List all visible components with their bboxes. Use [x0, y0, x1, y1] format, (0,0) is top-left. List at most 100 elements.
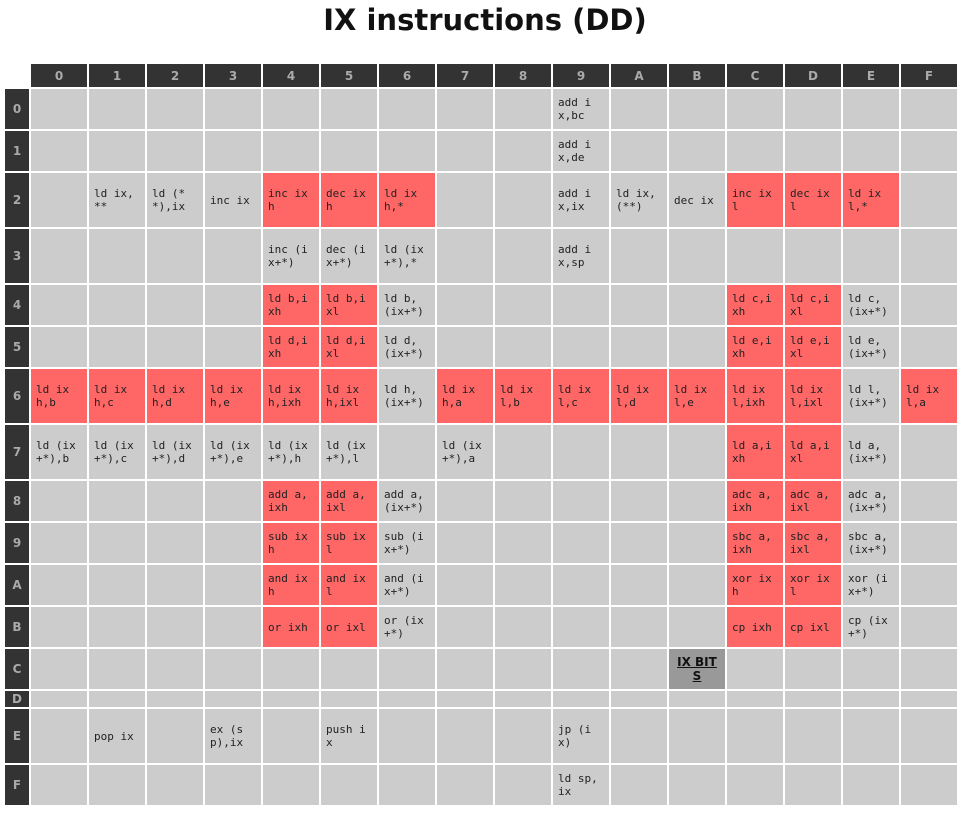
- row-header: 3: [5, 229, 29, 283]
- opcode-cell: [89, 691, 145, 707]
- opcode-cell-undocumented: ld c,ixh: [727, 285, 783, 325]
- instruction-text: inc (ix+*): [268, 243, 308, 269]
- instruction-text: ld ixl,d: [616, 383, 650, 409]
- instruction-text: cp ixh: [732, 620, 772, 634]
- opcode-cell: [147, 89, 203, 129]
- row-header: E: [5, 709, 29, 763]
- opcode-cell: [669, 523, 725, 563]
- instruction-text: jp (ix): [558, 723, 592, 749]
- column-header: C: [727, 64, 783, 87]
- instruction-text: ld ix,(**): [616, 187, 656, 213]
- opcode-cell-undocumented: sub ixl: [321, 523, 377, 563]
- opcode-cell: adc a,(ix+*): [843, 481, 899, 521]
- opcode-cell: [379, 89, 435, 129]
- page-title: IX instructions (DD): [323, 3, 647, 37]
- instruction-text: inc ixh: [268, 187, 308, 213]
- opcode-cell: [553, 523, 609, 563]
- instruction-text: ld (ix+*),*: [384, 243, 424, 269]
- instruction-text: dec ix: [674, 193, 714, 207]
- opcode-cell: [785, 229, 841, 283]
- opcode-cell: jp (ix): [553, 709, 609, 763]
- opcode-cell: [379, 691, 435, 707]
- opcode-cell: [31, 285, 87, 325]
- ix-bits-link[interactable]: IX BITS: [677, 655, 717, 683]
- opcode-cell: [379, 765, 435, 805]
- opcode-cell: [31, 709, 87, 763]
- opcode-cell: add a,(ix+*): [379, 481, 435, 521]
- instruction-text: dec (ix+*): [326, 243, 366, 269]
- column-header: E: [843, 64, 899, 87]
- opcode-cell: [437, 523, 493, 563]
- opcode-cell: [205, 285, 261, 325]
- opcode-cell-undocumented: ld d,ixh: [263, 327, 319, 367]
- instruction-text: cp (ix+*): [848, 614, 888, 640]
- opcode-cell: [495, 327, 551, 367]
- opcode-cell: inc ix: [205, 173, 261, 227]
- opcode-cell: [901, 565, 957, 605]
- opcode-cell: [669, 691, 725, 707]
- opcode-cell: [89, 131, 145, 171]
- opcode-cell: [263, 691, 319, 707]
- opcode-cell: [437, 691, 493, 707]
- instruction-text: ld ixl,b: [500, 383, 534, 409]
- column-header: 3: [205, 64, 261, 87]
- opcode-cell-undocumented: sbc a,ixh: [727, 523, 783, 563]
- opcode-cell: [89, 327, 145, 367]
- opcode-cell: [205, 607, 261, 647]
- opcode-cell: [147, 607, 203, 647]
- instruction-text: inc ixl: [732, 187, 772, 213]
- opcode-cell: [843, 89, 899, 129]
- opcode-cell-undocumented: cp ixl: [785, 607, 841, 647]
- instruction-text: sub ixl: [326, 530, 366, 556]
- instruction-text: ld ixl,e: [674, 383, 708, 409]
- opcode-cell: [611, 327, 667, 367]
- opcode-cell: [495, 89, 551, 129]
- opcode-cell: [495, 691, 551, 707]
- opcode-cell: [669, 131, 725, 171]
- opcode-cell: [89, 523, 145, 563]
- instruction-text: ld (ix+*),e: [210, 439, 250, 465]
- opcode-cell: [437, 173, 493, 227]
- instruction-text: ld ixh,ixl: [326, 383, 360, 409]
- opcode-cell: ld ix,**: [89, 173, 145, 227]
- opcode-cell-undocumented: ld ixh,*: [379, 173, 435, 227]
- opcode-cell: [495, 523, 551, 563]
- instruction-text: add ix,sp: [558, 243, 592, 269]
- ix-bits-cell[interactable]: IX BITS: [669, 649, 725, 689]
- instruction-text: ld sp,ix: [558, 772, 598, 798]
- instruction-text: ld a,ixl: [790, 439, 830, 465]
- opcode-cell-undocumented: or ixl: [321, 607, 377, 647]
- column-header: 5: [321, 64, 377, 87]
- instruction-text: sub ixh: [268, 530, 308, 556]
- opcode-cell: [611, 765, 667, 805]
- column-header: 6: [379, 64, 435, 87]
- opcode-cell: add ix,de: [553, 131, 609, 171]
- opcode-cell: [147, 131, 203, 171]
- opcode-cell: [785, 691, 841, 707]
- opcode-cell: [437, 765, 493, 805]
- row-header: A: [5, 565, 29, 605]
- opcode-cell: add ix,bc: [553, 89, 609, 129]
- row-header: 6: [5, 369, 29, 423]
- opcode-cell: [611, 649, 667, 689]
- opcode-cell: [611, 607, 667, 647]
- opcode-cell: ld h,(ix+*): [379, 369, 435, 423]
- opcode-cell: [495, 607, 551, 647]
- opcode-cell-undocumented: ld ixl,b: [495, 369, 551, 423]
- opcode-cell: [901, 89, 957, 129]
- opcode-cell: [89, 607, 145, 647]
- opcode-cell: [321, 691, 377, 707]
- instruction-text: or (ix+*): [384, 614, 424, 640]
- opcode-cell: [611, 425, 667, 479]
- instruction-text: add ix,ix: [558, 187, 592, 213]
- opcode-cell: [669, 565, 725, 605]
- opcode-cell: [31, 765, 87, 805]
- opcode-cell: [553, 481, 609, 521]
- opcode-cell: [321, 89, 377, 129]
- instruction-text: push ix: [326, 723, 366, 749]
- opcode-cell: [669, 285, 725, 325]
- opcode-cell: ld (ix+*),h: [263, 425, 319, 479]
- instruction-text: ld ixl,ixl: [790, 383, 824, 409]
- instruction-text: or ixh: [268, 620, 308, 634]
- opcode-cell: ld (ix+*),e: [205, 425, 261, 479]
